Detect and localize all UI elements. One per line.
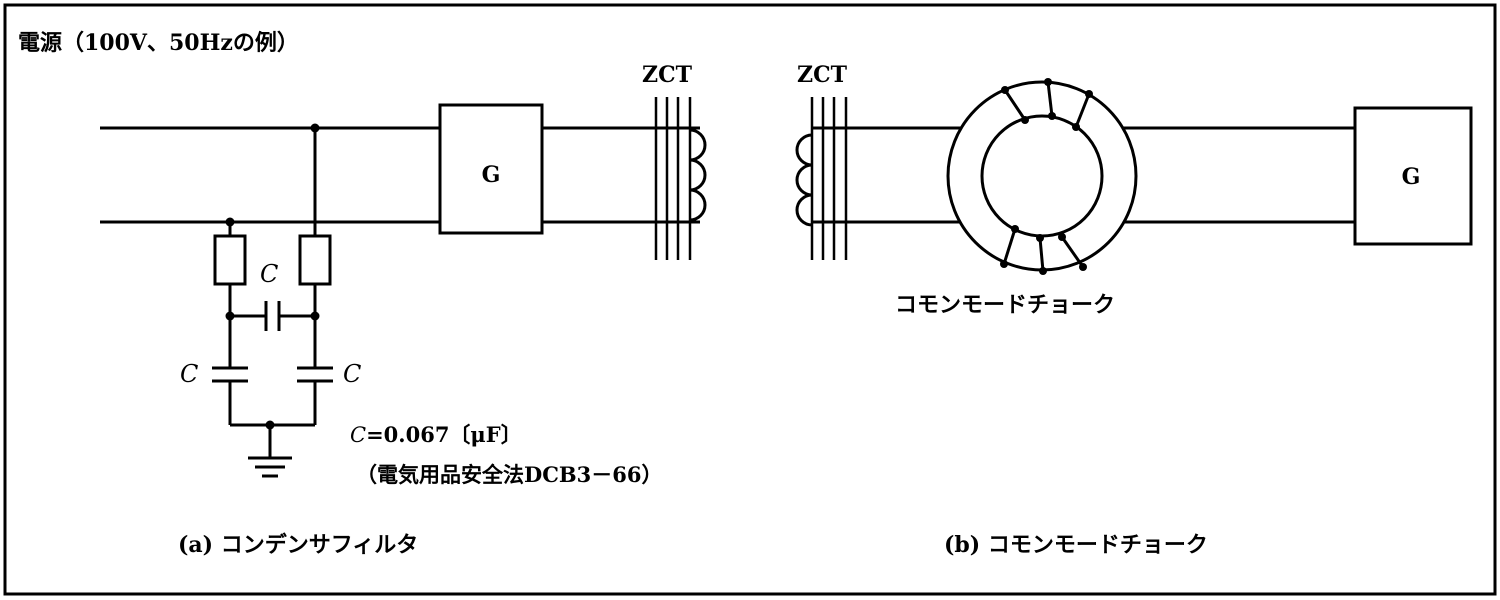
figure-frame [3,3,1497,596]
winding-dot [1048,112,1056,120]
winding-bottom-3 [1060,236,1085,268]
winding-dot [1021,116,1029,124]
winding-dot [1039,267,1047,275]
junction-cap-right [310,311,320,321]
junction-top [310,123,320,133]
standard-note: （電気用品安全法DCB3－66） [356,462,663,487]
common-mode-choke-diagram: ZCT コモンモードチョーク G [795,62,1473,558]
winding-bottom-2 [1038,237,1045,272]
zct-coil-right [795,133,813,227]
winding-dot [1079,263,1087,271]
choke-label: コモンモードチョーク [895,292,1115,318]
winding-dot [1036,234,1044,242]
zct-coil-left [689,128,707,222]
caption-b: (b) コモンモードチョーク [944,532,1208,558]
winding-dot [1001,86,1009,94]
generator-box-left [438,103,544,235]
winding-dot [1072,123,1080,131]
toroid-inner-ring [980,114,1104,238]
capacitance-value: =0.067〔μF〕 [366,422,522,447]
capacitance-symbol: C [350,423,366,447]
zct-label-right: ZCT [797,62,848,88]
winding-dot [1011,225,1019,233]
winding-dot [1058,233,1066,241]
winding-top-2 [1046,81,1054,117]
winding-bottom-1 [1002,228,1017,265]
capacitor-label-left: C [180,360,198,388]
winding-top-1 [1003,89,1027,121]
capacitor-filter-diagram: G ZCT C C C [100,62,707,558]
caption-a: (a) コンデンサフィルタ [178,532,418,558]
winding-dot [1044,78,1052,86]
figure-title: 電源（100V、50Hzの例） [18,30,299,56]
generator-box-right [1353,106,1473,246]
capacitor-label-right: C [343,360,361,388]
fuse-right [298,234,332,286]
capacitor-label-middle: C [260,260,278,288]
junction-cap-left [225,311,235,321]
winding-top-3 [1074,93,1091,128]
winding-dot [1000,260,1008,268]
zct-label-left: ZCT [642,62,693,88]
fuse-left [213,234,247,286]
generator-label-left: G [482,162,501,188]
generator-label-right: G [1402,164,1421,190]
winding-dot [1085,90,1093,98]
junction-bottom [225,217,235,227]
capacitance-note: C=0.067〔μF〕 [350,422,522,447]
